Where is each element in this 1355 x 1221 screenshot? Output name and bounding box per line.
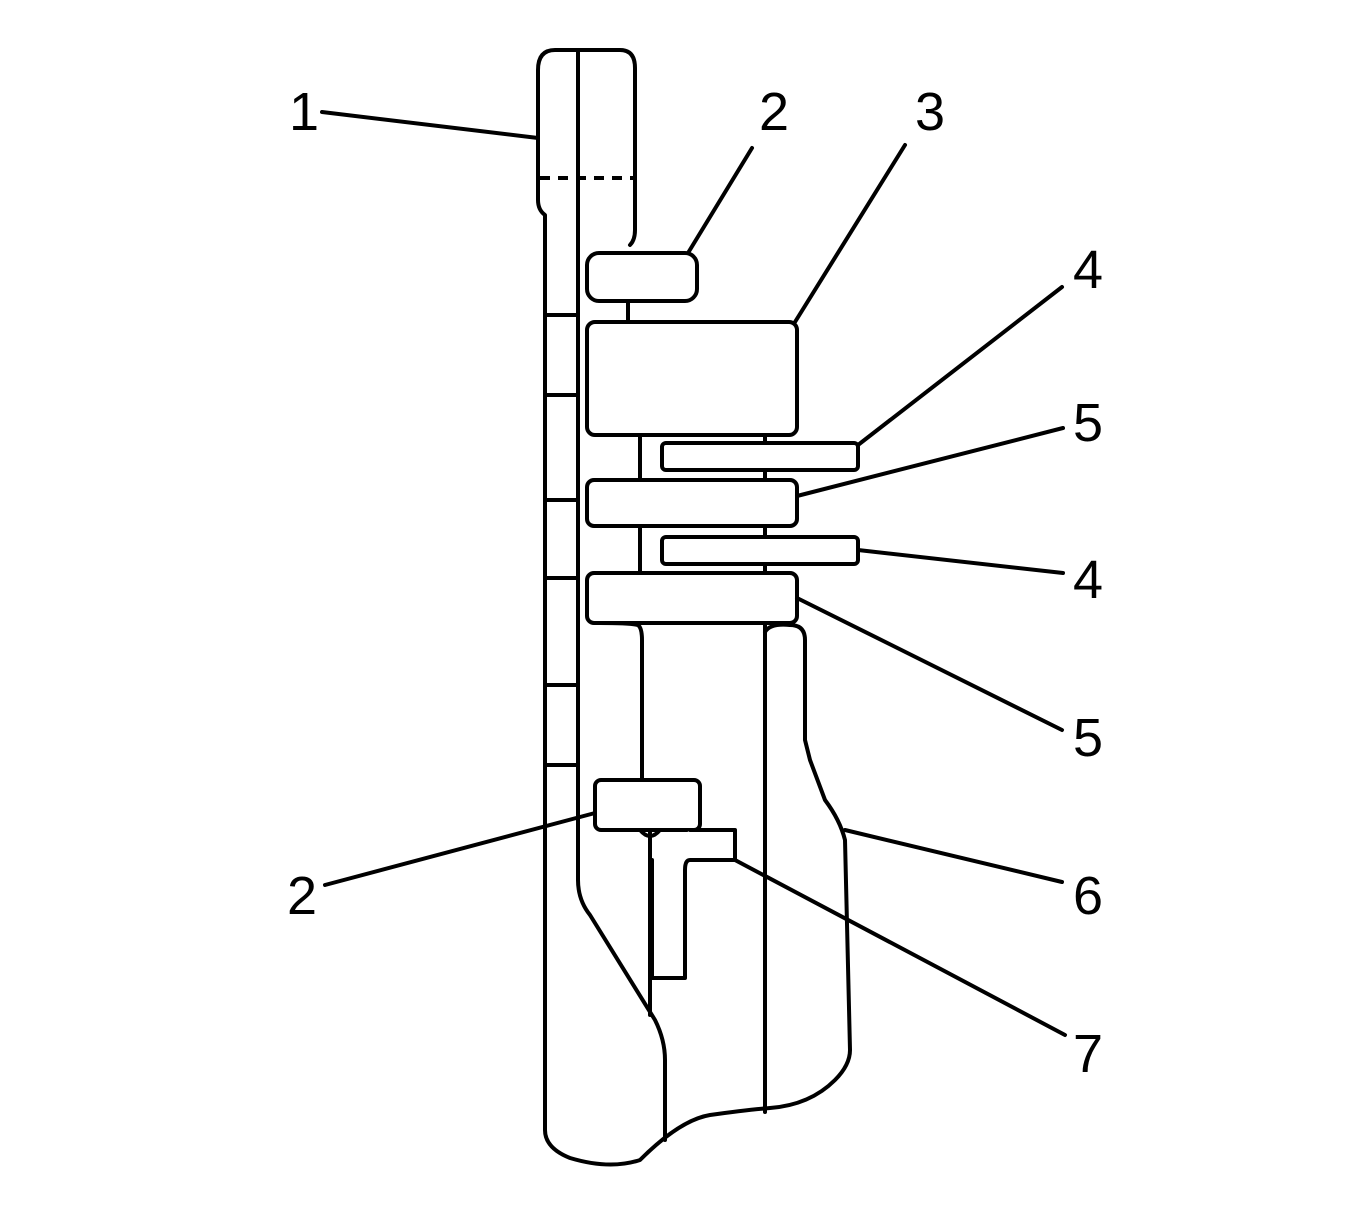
- shaft-inner-lower: [576, 878, 667, 1142]
- housing-outer-outline: [536, 48, 852, 1167]
- callout-2-top: 2: [759, 82, 789, 142]
- part-4-top-plate: [660, 441, 860, 472]
- callouts: 1 2 3 4 5 4 5 2 6 7: [287, 82, 1103, 1084]
- leader-2-top: [686, 146, 754, 255]
- callout-4-bottom: 4: [1073, 550, 1103, 610]
- part-2-bottom-snap-ring: [593, 778, 702, 832]
- callout-1: 1: [289, 82, 319, 142]
- leader-2-bottom: [323, 811, 597, 887]
- housing-top-right-wall: [603, 48, 637, 247]
- hub-right-step: [763, 622, 792, 634]
- callout-5-top: 5: [1073, 393, 1103, 453]
- part-3-backing-plate: [585, 320, 799, 437]
- part-5-top-disc: [585, 478, 799, 528]
- callout-2-bottom: 2: [287, 866, 317, 926]
- part-4-bottom-plate: [660, 535, 860, 566]
- leader-7: [733, 858, 1067, 1037]
- part-2-top-snap-ring: [585, 251, 699, 303]
- hub-left-wall: [598, 621, 644, 782]
- leader-5-bottom: [795, 596, 1064, 732]
- part-5-bottom-disc: [585, 571, 799, 625]
- leader-3: [793, 143, 907, 324]
- housing: [536, 48, 852, 1167]
- leader-4-top: [856, 285, 1064, 447]
- leader-1: [320, 110, 540, 140]
- shaft-splines: [543, 313, 580, 767]
- part-7-piston-step: [650, 828, 737, 980]
- leader-4-bottom: [856, 548, 1065, 575]
- callout-4-top: 4: [1073, 240, 1103, 300]
- callout-5-bottom: 5: [1073, 708, 1103, 768]
- callout-3: 3: [915, 82, 945, 142]
- callout-7: 7: [1073, 1024, 1103, 1084]
- leader-lines: [320, 110, 1067, 1037]
- leader-6: [843, 828, 1064, 884]
- callout-6: 6: [1073, 866, 1103, 926]
- leader-5-top: [795, 426, 1065, 498]
